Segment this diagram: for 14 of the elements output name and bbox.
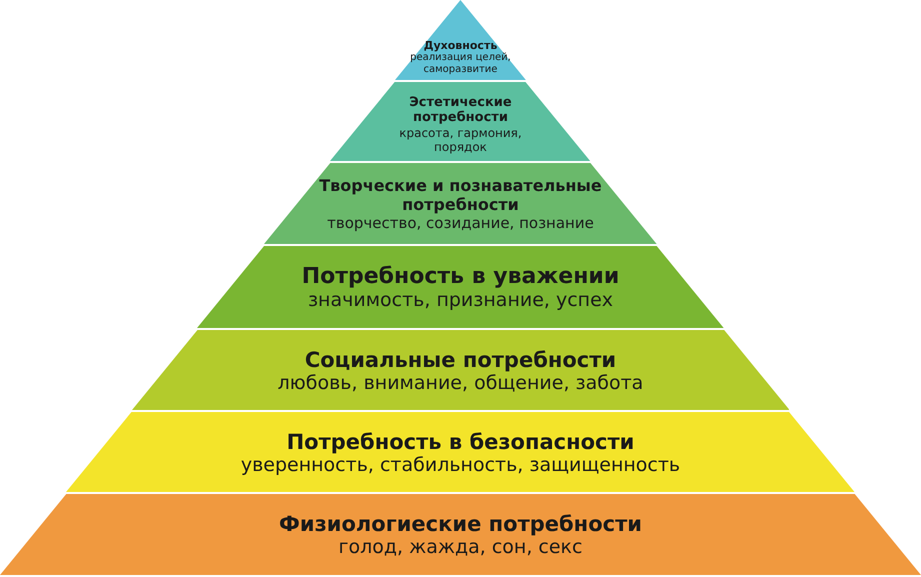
tier-heading: Потребность в уважении [302, 264, 620, 290]
tier-description: любовь, внимание, общение, забота [278, 372, 644, 394]
tier-heading: Потребность в безопасности [286, 430, 634, 454]
tier-heading: Физиологиеские потребности [279, 512, 642, 536]
tier-heading: Социальные потребности [304, 348, 616, 372]
tier-heading: Эстетические потребности [408, 96, 513, 126]
tier-description: голод, жажда, сон, секс [338, 536, 582, 559]
tier-description: значимость, признание, успех [308, 289, 614, 312]
tier-description: реализация целей, саморазвитие [409, 52, 512, 76]
tier-description: уверенность, стабильность, защищенность [240, 454, 680, 476]
tier-description: красота, гармония, порядок [398, 126, 523, 155]
tier-heading: Духовность [424, 40, 498, 52]
tier-heading: Творческие и познавательные потребности [318, 177, 603, 214]
tier-description: творчество, созидание, познание [327, 214, 594, 232]
